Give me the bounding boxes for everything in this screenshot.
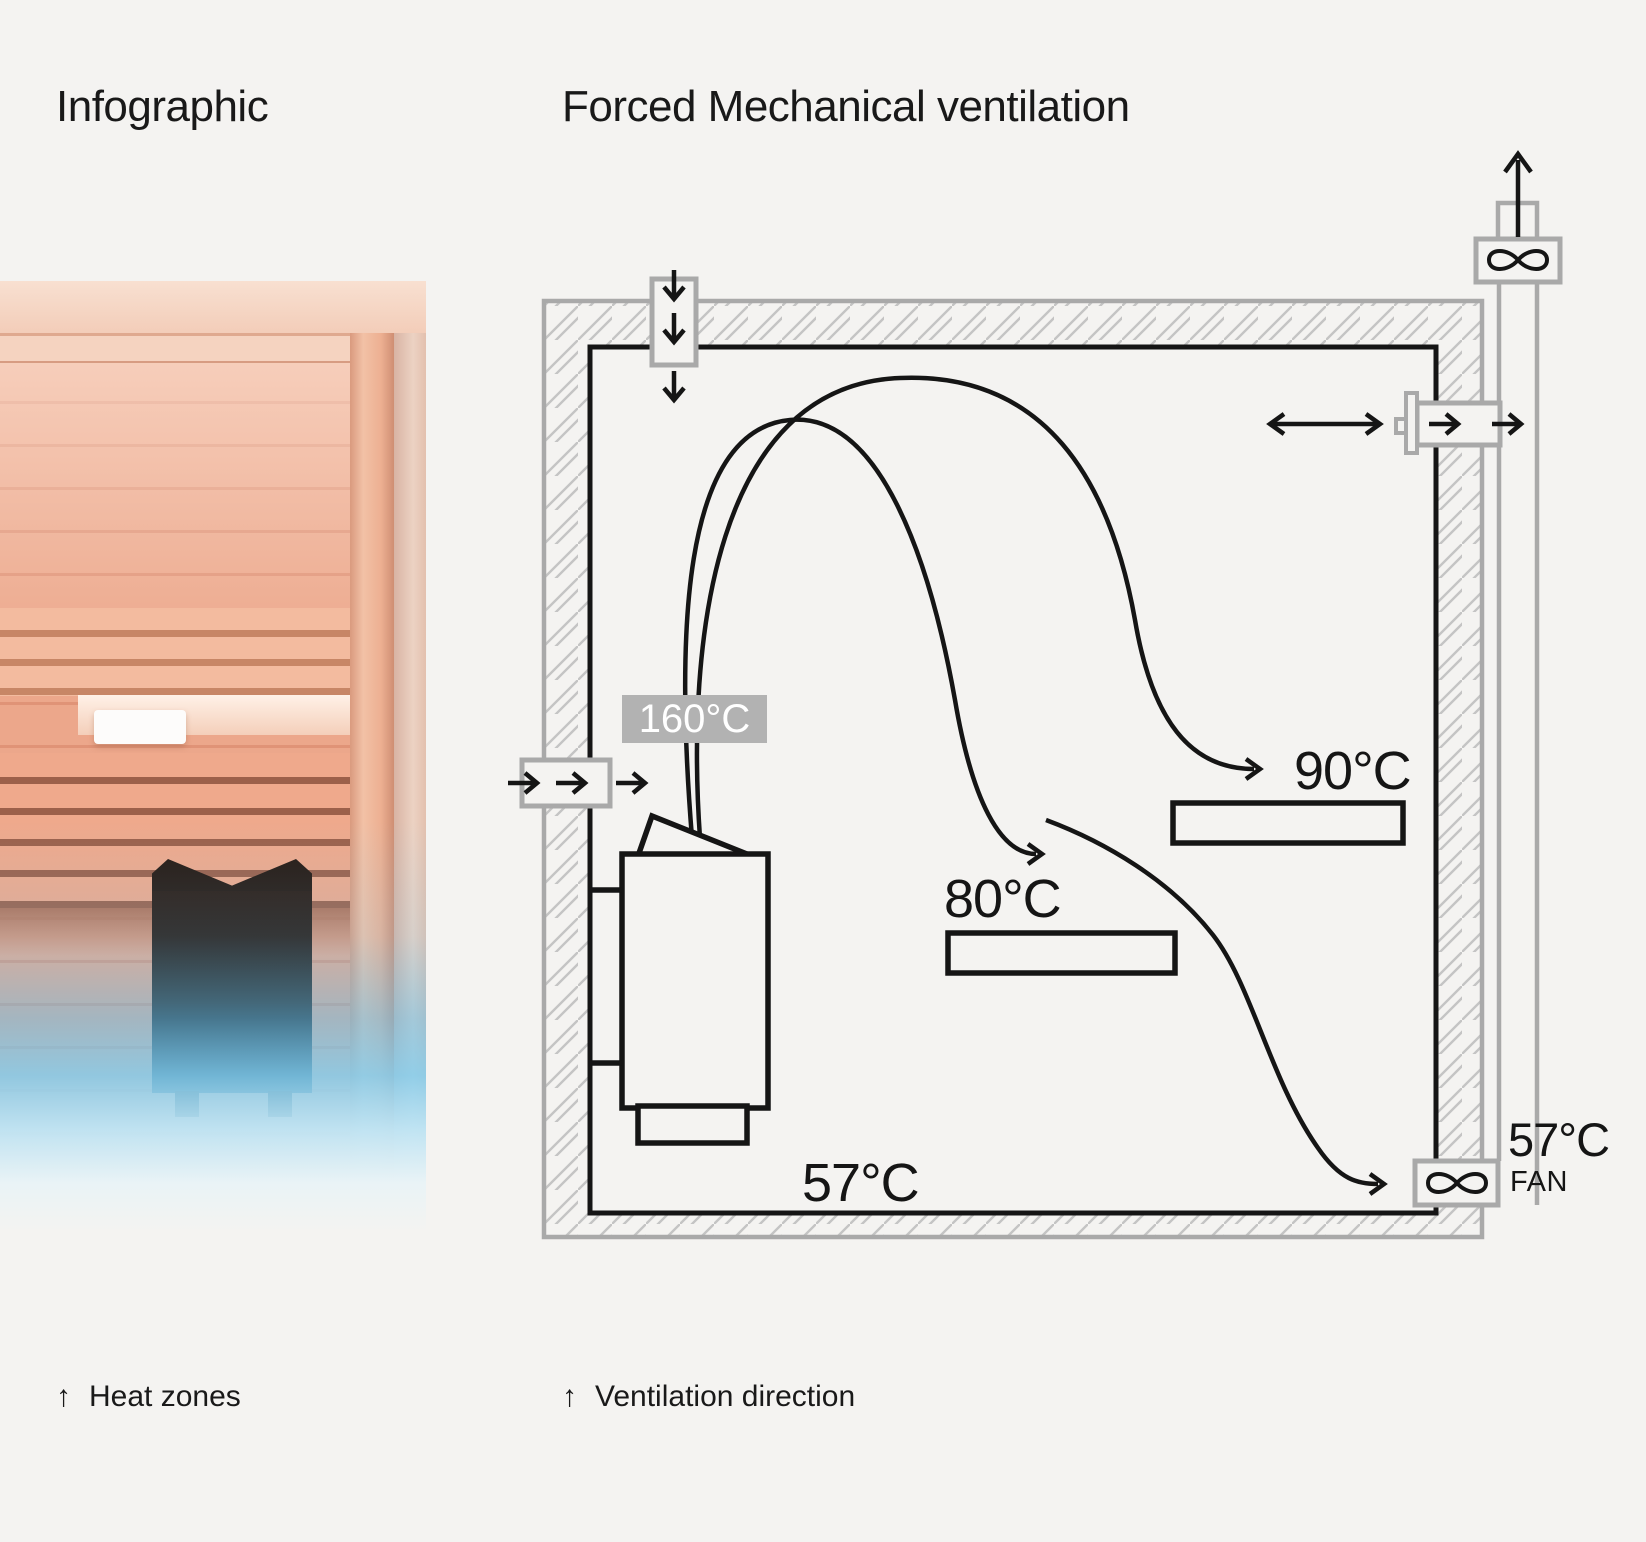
airflow-arrows xyxy=(508,150,1533,793)
heat-zone-gradient xyxy=(0,821,426,1232)
mid-bench-temp-label: 80°C xyxy=(944,869,1062,929)
sauna-backrest-slats xyxy=(0,608,352,696)
airflow-curve-to-80 xyxy=(682,417,1037,857)
caption-label: Ventilation direction xyxy=(595,1380,856,1413)
heater-outline xyxy=(619,851,771,1111)
arrowhead-icon xyxy=(1244,757,1264,781)
double-arrow-icon xyxy=(1266,412,1384,436)
upper-bench-temp-label: 90°C xyxy=(1294,741,1412,801)
sauna-control-panel xyxy=(94,710,186,744)
page-title-right: Forced Mechanical ventilation xyxy=(562,82,1130,131)
heater-wall-mounts xyxy=(590,887,622,1066)
mid-bench-outline xyxy=(945,930,1178,976)
airflow-curve-to-90 xyxy=(694,375,1255,839)
caption-heat-zones: ↑ Heat zones xyxy=(56,1380,241,1414)
upper-bench-outline xyxy=(1170,800,1406,846)
up-arrow-icon xyxy=(1503,150,1533,237)
up-arrow-icon: ↑ xyxy=(56,1380,71,1413)
up-arrow-icon: ↑ xyxy=(562,1380,577,1413)
exhaust-temp-label: 57°C xyxy=(1508,1113,1610,1166)
heater-base xyxy=(635,1103,750,1146)
sauna-ceiling xyxy=(0,281,426,336)
airflow-curves xyxy=(682,375,1388,1196)
exhaust-fan-label: FAN xyxy=(1510,1166,1568,1198)
floor-temp-label: 57°C xyxy=(802,1153,920,1213)
arrowhead-icon xyxy=(1026,842,1046,866)
arrowhead-icon xyxy=(1368,1172,1388,1196)
heater-and-benches xyxy=(590,800,1406,1146)
caption-ventilation-direction: ↑ Ventilation direction xyxy=(562,1380,855,1414)
caption-label: Heat zones xyxy=(89,1380,241,1413)
page-title-left: Infographic xyxy=(56,82,269,131)
inlet-temp-badge: 160°C xyxy=(622,695,767,743)
airflow-curve-to-fan xyxy=(1045,817,1379,1187)
sauna-photo xyxy=(0,281,426,1232)
